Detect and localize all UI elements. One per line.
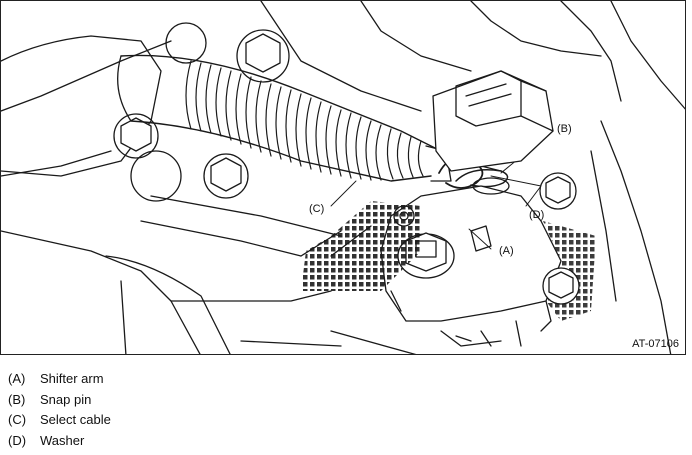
legend-text: Washer: [40, 432, 85, 448]
legend-text: Snap pin: [40, 391, 92, 407]
callout-c: (C): [309, 203, 325, 215]
legend-key: (A): [8, 371, 26, 386]
callout-b: (B): [557, 123, 572, 135]
legend-text: Shifter arm: [40, 371, 104, 386]
legend: (A) Shifter arm (B) Snap pin (C) Select …: [8, 369, 111, 451]
legend-item: (A) Shifter arm: [8, 369, 111, 390]
legend-item: (C) Select cable: [8, 410, 111, 431]
legend-key: (B): [8, 391, 26, 407]
callout-a: (A): [499, 245, 514, 257]
legend-key: (D): [8, 432, 27, 448]
diagram-figure: (B) (C) (D) (A) AT-07106: [0, 0, 686, 355]
legend-text: Select cable: [40, 412, 111, 427]
legend-item: (D) Washer: [8, 431, 111, 452]
callout-d: (D): [529, 209, 545, 221]
legend-key: (C): [8, 412, 27, 427]
figure-id-label: AT-07106: [632, 338, 679, 350]
legend-item: (B) Snap pin: [8, 390, 111, 411]
shifter-assembly-illustration: [1, 1, 685, 354]
